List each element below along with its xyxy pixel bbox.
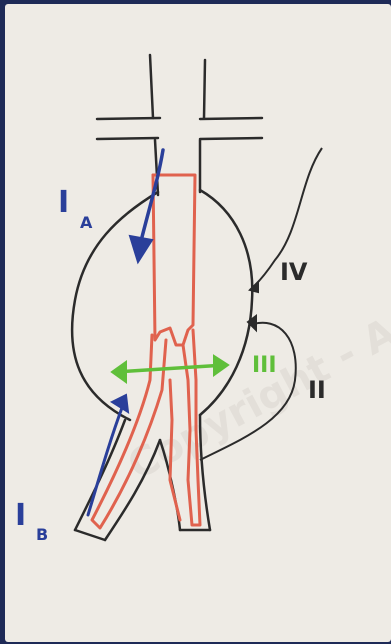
type-4-label: IV xyxy=(280,258,308,286)
renal-artery-left-top xyxy=(97,118,160,119)
type-1a-subscript: A xyxy=(80,213,93,232)
type-2-label: II xyxy=(308,376,326,404)
type-3-label: III xyxy=(252,353,277,378)
renal-artery-right-top xyxy=(200,118,262,119)
type-1b-subscript: B xyxy=(36,525,48,544)
type-1a-numeral: I xyxy=(58,185,69,220)
paper-sheet xyxy=(5,4,391,642)
type-1b-numeral: I xyxy=(15,498,26,533)
renal-artery-right-bottom xyxy=(200,138,262,139)
renal-artery-left-bottom xyxy=(97,138,158,139)
aorta-right-wall-upper xyxy=(204,60,205,118)
